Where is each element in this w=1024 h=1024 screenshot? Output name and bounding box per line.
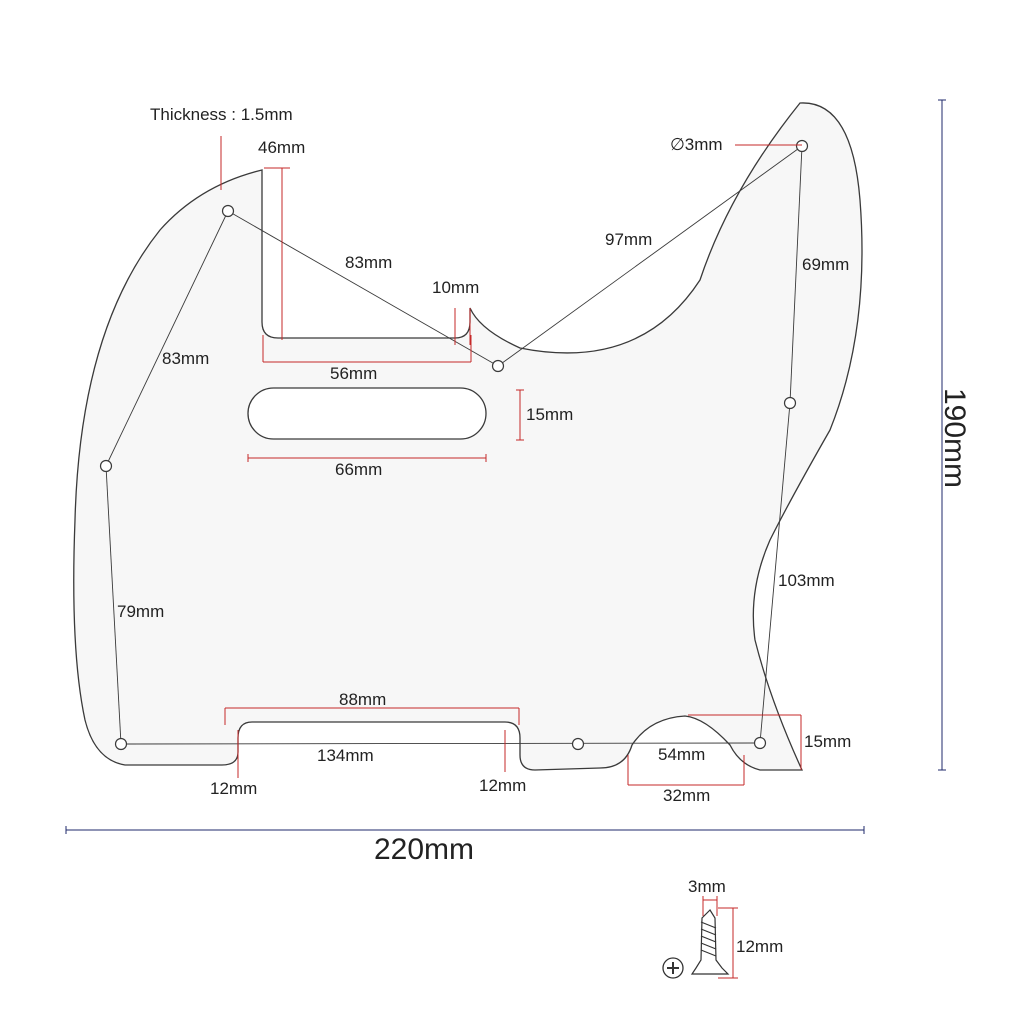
dimension-labels: Thickness : 1.5mm 46mm ∅3mm 83mm 97mm 69… [117,105,971,956]
screw-holes [99,139,809,751]
jack-height-label: 15mm [804,732,851,751]
bottom-slot-label: 88mm [339,690,386,709]
hole-top-left [221,204,235,218]
screw-length-label: 12mm [736,937,783,956]
hole-distance-97-label: 97mm [605,230,652,249]
dimension-lines-red [220,136,802,786]
hole-left-bottom [114,737,128,751]
line-tl-lmid [105,210,229,467]
line-tr-rmid [789,145,803,404]
bottom-span-label: 134mm [317,746,374,765]
screw-threads [700,921,717,957]
slot-right-label: 12mm [479,776,526,795]
hole-right-bottom [753,736,767,750]
line-tl-center [227,210,499,367]
jack-width-label: 54mm [658,745,705,764]
line-rmid-rbot [759,402,791,744]
neck-pocket-depth-label: 46mm [258,138,305,157]
pocket-notch-label: 10mm [432,278,479,297]
overall-width-label: 220mm [374,833,474,866]
jack-bottom-label: 32mm [663,786,710,805]
thickness-label: Thickness : 1.5mm [150,105,293,124]
pickup-slot [247,387,487,440]
right-lower-edge-label: 103mm [778,571,835,590]
left-lower-edge-label: 79mm [117,602,164,621]
hole-right-mid [783,396,797,410]
slot-left-label: 12mm [210,779,257,798]
screw-body [690,909,730,975]
hole-bottom-mid [571,737,585,751]
overall-dimension-lines [65,99,946,834]
hole-distance-69-label: 69mm [802,255,849,274]
line-center-tr [497,145,803,367]
left-upper-edge-label: 83mm [162,349,209,368]
overall-height-label: 190mm [938,388,971,488]
hole-top-right [795,139,809,153]
screw-dimension-lines [702,896,738,979]
hole-center [491,359,505,373]
line-lmid-lbot [105,465,122,745]
pocket-width-label: 56mm [330,364,377,383]
hole-left-mid [99,459,113,473]
hole-diameter-label: ∅3mm [670,135,723,154]
pickup-height-label: 15mm [526,405,573,424]
line-bottom [120,742,761,745]
hole-distance-83-label: 83mm [345,253,392,272]
screw-illustration [662,896,738,979]
screw-diameter-label: 3mm [688,877,726,896]
hole-connection-lines [105,145,803,745]
pickup-width-label: 66mm [335,460,382,479]
